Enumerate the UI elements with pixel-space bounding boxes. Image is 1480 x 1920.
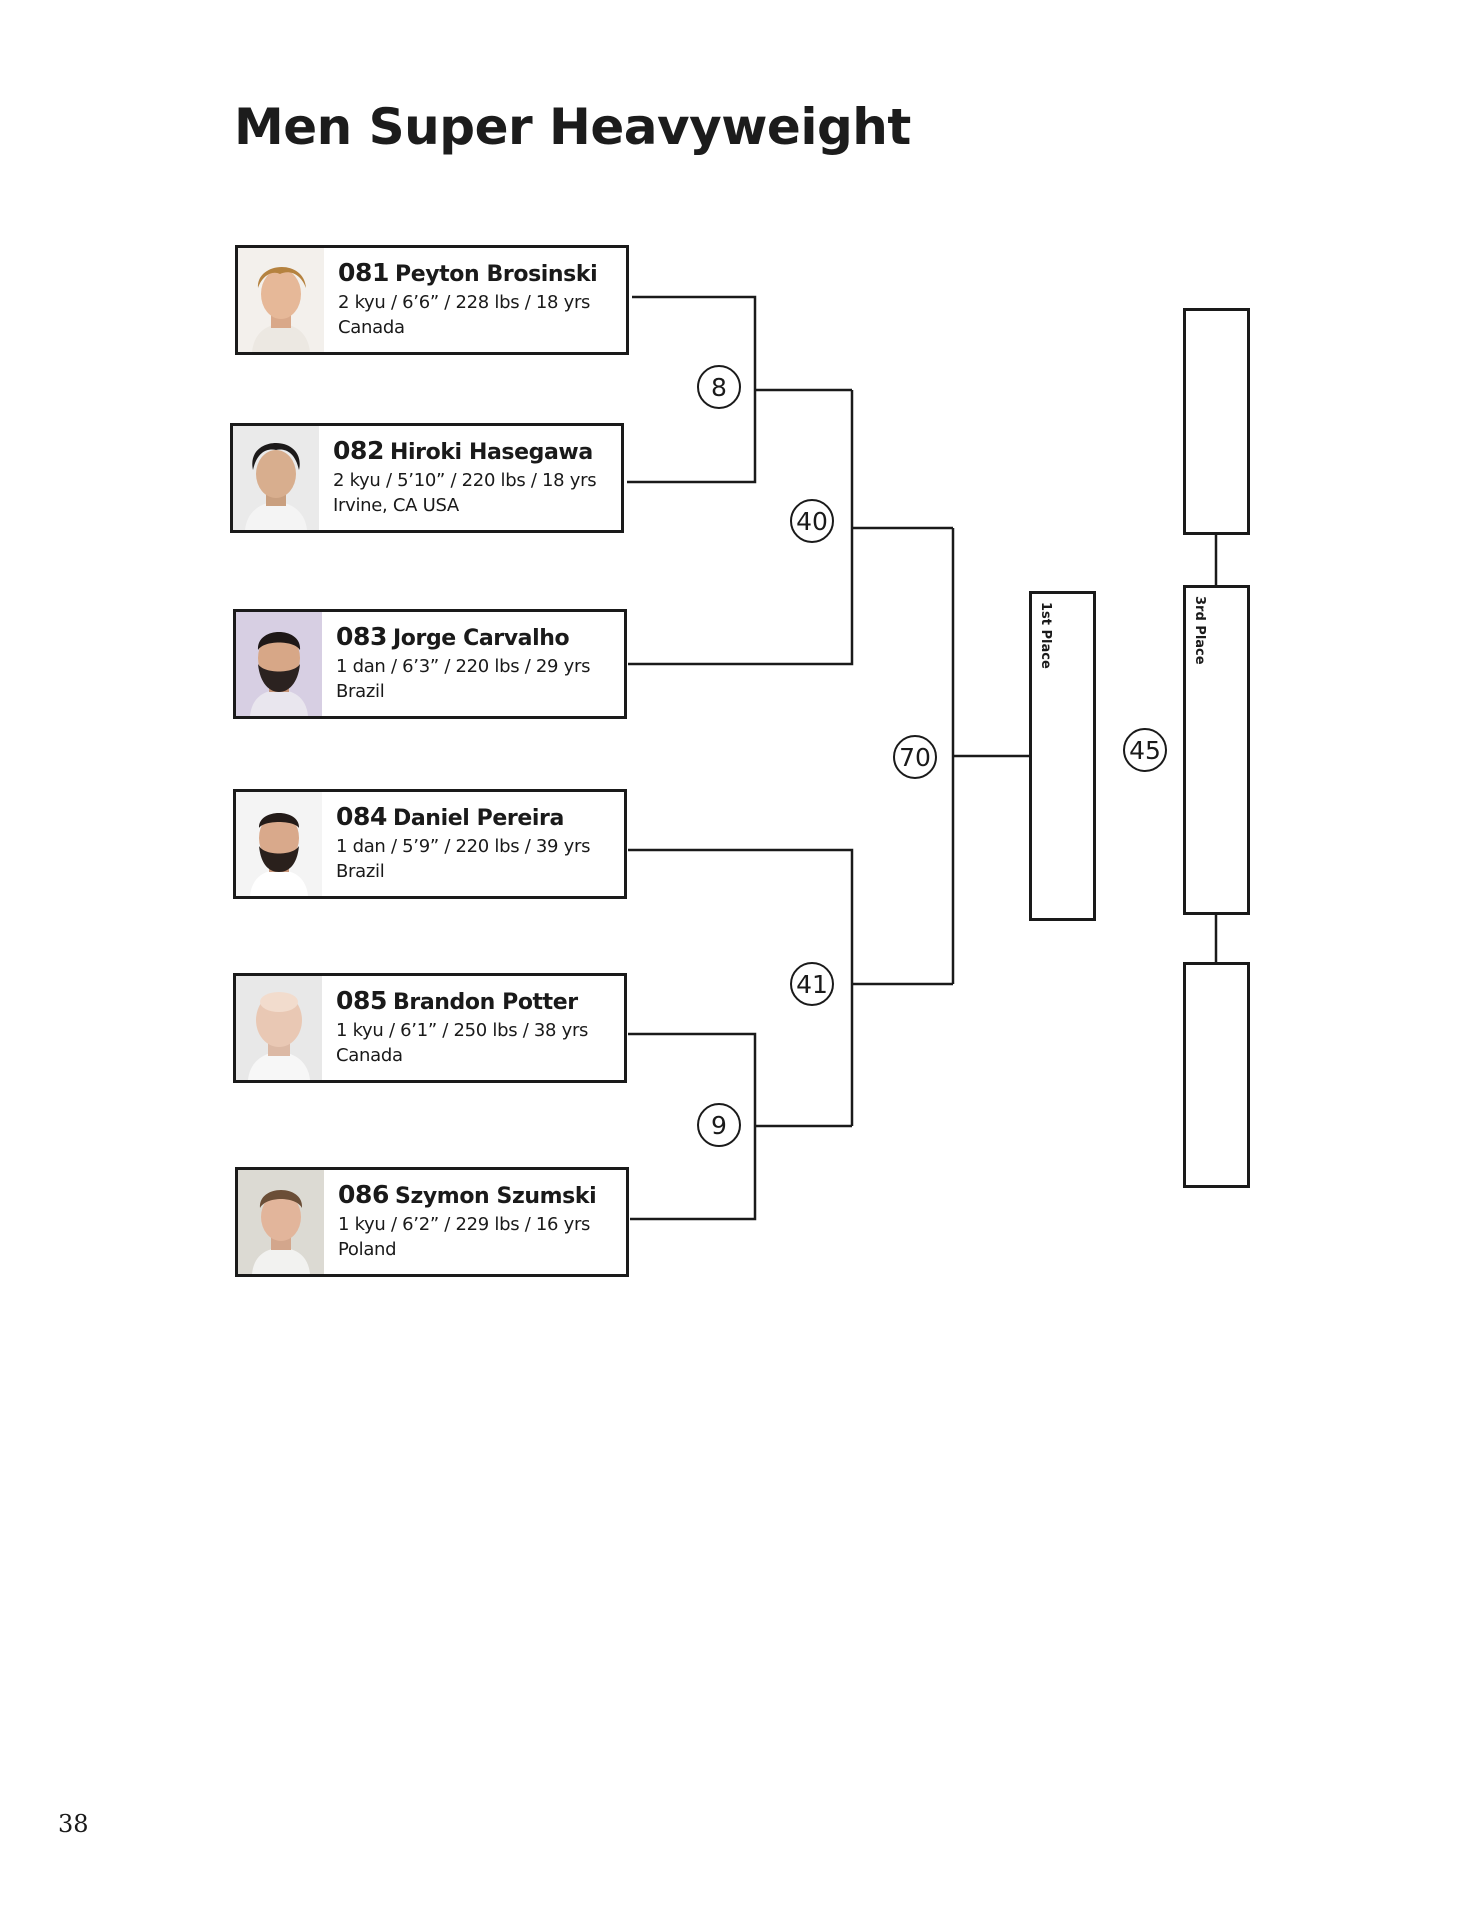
- competitor-location: Canada: [336, 1045, 403, 1066]
- competitor-number: 082: [333, 436, 384, 465]
- competitor-name: Szymon Szumski: [395, 1184, 597, 1209]
- competitor-location: Brazil: [336, 861, 385, 882]
- match-number-45: 45: [1123, 728, 1167, 772]
- competitor-location: Poland: [338, 1239, 397, 1260]
- match-number-9: 9: [697, 1103, 741, 1147]
- competitor-number: 085: [336, 986, 387, 1015]
- first-place-box: 1st Place: [1029, 591, 1096, 921]
- competitor-name: Brandon Potter: [393, 990, 578, 1015]
- competitor-location: Canada: [338, 317, 405, 338]
- page-title: Men Super Heavyweight: [234, 98, 911, 156]
- third-place-slot-bottom: [1183, 962, 1250, 1188]
- competitor-details: 1 kyu / 6’1” / 250 lbs / 38 yrs: [336, 1020, 589, 1041]
- competitor-number: 081: [338, 258, 389, 287]
- competitor-details: 1 dan / 6’3” / 220 lbs / 29 yrs: [336, 656, 591, 677]
- avatar: [236, 612, 322, 716]
- third-place-box: 3rd Place: [1183, 585, 1250, 915]
- match-number-40: 40: [790, 499, 834, 543]
- competitor-number: 083: [336, 622, 387, 651]
- match-number-8: 8: [697, 365, 741, 409]
- competitor-details: 1 kyu / 6’2” / 229 lbs / 16 yrs: [338, 1214, 591, 1235]
- competitor-name: Peyton Brosinski: [395, 262, 598, 287]
- match-number-70: 70: [893, 735, 937, 779]
- competitor-location: Irvine, CA USA: [333, 495, 459, 516]
- avatar: [238, 248, 324, 352]
- third-place-slot-top: [1183, 308, 1250, 535]
- avatar: [236, 976, 322, 1080]
- page-number: 38: [58, 1810, 89, 1838]
- avatar: [233, 426, 319, 530]
- competitor-number: 084: [336, 802, 387, 831]
- competitor-name: Daniel Pereira: [393, 806, 564, 831]
- connector-084-m9: [628, 848, 854, 1126]
- competitor-details: 2 kyu / 6’6” / 228 lbs / 18 yrs: [338, 292, 591, 313]
- competitor-name: Hiroki Hasegawa: [390, 440, 593, 465]
- avatar: [238, 1170, 324, 1274]
- match-number-41: 41: [790, 962, 834, 1006]
- third-place-label: 3rd Place: [1192, 596, 1207, 665]
- competitor-details: 1 dan / 5’9” / 220 lbs / 39 yrs: [336, 836, 591, 857]
- competitor-number: 086: [338, 1180, 389, 1209]
- connector-m8-083: [628, 390, 854, 666]
- competitor-name: Jorge Carvalho: [393, 626, 570, 651]
- avatar: [236, 792, 322, 896]
- first-place-label: 1st Place: [1038, 602, 1053, 669]
- competitor-location: Brazil: [336, 681, 385, 702]
- competitor-details: 2 kyu / 5’10” / 220 lbs / 18 yrs: [333, 470, 597, 491]
